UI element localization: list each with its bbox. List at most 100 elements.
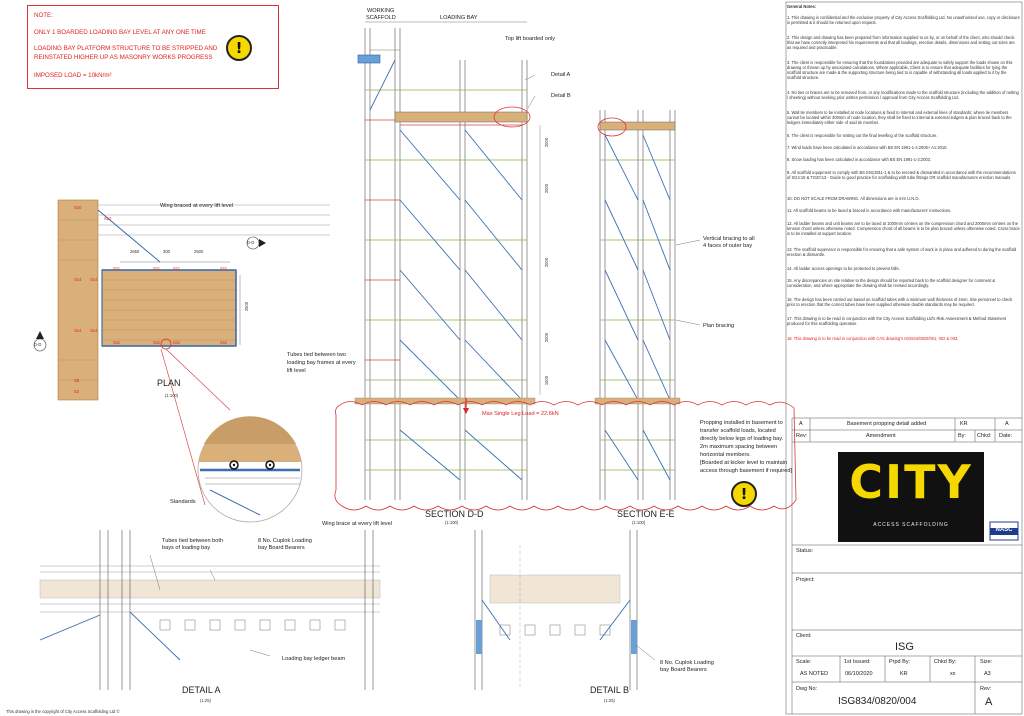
plan-s-label-3: S11	[173, 266, 181, 271]
scale-value: AS NOTED	[800, 671, 829, 677]
general-notes-heading: General Notes:	[787, 4, 817, 9]
section-dd-title: SECTION D-D	[425, 509, 484, 519]
propping-line-4: 2m maximum spacing between	[700, 444, 778, 450]
title-rev-value: A	[985, 696, 993, 708]
plan-scale: (1:100)	[165, 393, 179, 398]
general-note-18: 18. This drawing is to be read in conjun…	[787, 336, 959, 341]
general-note-16: 16. The design has been carried out base…	[787, 297, 1013, 308]
propping-warning-icon: !	[731, 481, 757, 507]
checked-label: Chkd By:	[934, 659, 957, 665]
plan-s-label-14: S12	[104, 216, 112, 221]
header-working: WORKING	[367, 8, 395, 14]
plan-s-label-15: S8	[74, 378, 80, 383]
note-line-2: LOADING BAY PLATFORM STRUCTURE TO BE STR…	[34, 45, 218, 52]
general-note-2: 2. This design and drawing has been prep…	[787, 35, 1015, 51]
plan-s-label-6: S14	[90, 277, 98, 282]
dwg-value: ISG834/0820/004	[838, 696, 917, 707]
size-label: Size:	[980, 659, 993, 665]
detail-b-drawing	[474, 530, 656, 690]
rev-value: A	[799, 421, 803, 427]
project-label: Project:	[796, 577, 815, 583]
plan-s-label-12: S11	[220, 340, 228, 345]
detail-a-tubes-2: bays of loading bay	[162, 545, 211, 551]
wing-braced-label: Wing braced at every lift level	[160, 203, 234, 209]
company-logo-sub: ACCESS SCAFFOLDING	[873, 522, 949, 528]
plan-dd-marker-right: D-D	[247, 240, 255, 245]
client-value: ISG	[895, 641, 914, 653]
plan-s-label-2: S11	[153, 266, 161, 271]
note-line-1: ONLY 1 BOARDED LOADING BAY LEVEL AT ANY …	[34, 29, 206, 36]
warning-icon: !	[226, 35, 252, 61]
standards-label: Standards	[170, 499, 196, 505]
general-note-3: 3. The client is responsible for ensurin…	[787, 60, 1013, 81]
detail-b-bearers-2: bay Board Bearers	[660, 667, 707, 673]
note-title: NOTE:	[34, 12, 53, 19]
section-ee-scaffold	[594, 110, 701, 500]
logo-background	[838, 452, 984, 542]
detail-b-scale: (1:25)	[604, 698, 615, 703]
size-value: A3	[984, 671, 991, 677]
dim-1: 2000	[544, 137, 550, 148]
general-note-11: 11. All scaffold beams to be laced & bra…	[787, 208, 952, 213]
general-note-9: 9. All scaffold equipment to comply with…	[787, 170, 1016, 181]
propping-line-5: horizontal members.	[700, 452, 751, 458]
rev-header-rev: Rev:	[796, 433, 808, 439]
note-line-3: REINSTATED HIGHER UP AS MASONRY WORKS PR…	[34, 54, 213, 61]
propping-line-7: access through basement if required]	[700, 468, 793, 474]
detail-b-title: DETAIL B	[590, 685, 630, 695]
title-rev-label: Rev:	[980, 686, 992, 692]
dim-3: 2000	[544, 257, 550, 268]
title-block-grid	[785, 1, 1023, 715]
vertical-bracing-2: 4 faces of outer bay	[703, 243, 753, 249]
tubes-tied-line-2: loading bay frames at every	[287, 360, 356, 366]
general-note-8: 8. Snow loading has been calculated in a…	[787, 157, 932, 162]
rev-amendment: Basement propping detail added	[847, 421, 927, 427]
detail-b-callout: Detail B	[551, 93, 571, 99]
issued-value: 06/10/2020	[845, 671, 873, 677]
checked-value: xx	[950, 671, 956, 677]
general-note-10: 10. DO NOT SCALE FROM DRAWING. All dimen…	[787, 196, 920, 201]
rev-header-date: Date:	[999, 433, 1013, 439]
dim-5: 1500	[544, 375, 550, 386]
propping-line-6: [Boarded at kicker level to maintain	[700, 460, 788, 466]
detail-a-bearers-1: 8 No. Cuplok Loading	[258, 538, 312, 544]
plan-dd-marker-left: D-D	[34, 342, 42, 347]
max-load-label: Max Single Leg Load = 22.6kN	[482, 411, 559, 417]
plan-dim-1: 2650	[130, 249, 140, 254]
detail-a-tubes-1: Tubes tied between both	[162, 538, 224, 544]
wing-brace-label: Wing brace at every lift level	[322, 521, 392, 527]
plan-s-label-5: S14	[74, 277, 82, 282]
rev-header-amendment: Amendment	[866, 433, 896, 439]
section-ee-title: SECTION E-E	[617, 509, 675, 519]
plan-s-label-16: S2	[74, 389, 80, 394]
issued-label: 1st Issued:	[844, 659, 871, 665]
general-note-14: 14. All ladder access openings to be pro…	[787, 266, 900, 271]
dim-4: 2000	[544, 332, 550, 343]
copyright-notice: This drawing is the copyright of City Ac…	[6, 709, 120, 714]
nasc-badge-text: NASC	[995, 527, 1013, 533]
general-note-4: 4. No ties or braces are to be removed f…	[787, 90, 1019, 101]
general-note-1: 1. This drawing is confidential and the …	[787, 15, 1020, 26]
general-note-15: 15. Any discrepancies on site relative t…	[787, 278, 996, 289]
status-label: Status:	[796, 548, 814, 554]
plan-detail-circle	[197, 416, 303, 523]
scale-label: Scale:	[796, 659, 812, 665]
tubes-tied-line-1: Tubes tied between two	[287, 352, 346, 358]
plan-s-label-9: S14	[74, 328, 82, 333]
section-dd-scaffold	[354, 21, 541, 500]
note-line-4: IMPOSED LOAD = 10kN/m²	[34, 72, 112, 79]
plan-s-label-11: S11	[173, 340, 181, 345]
detail-a-drawing	[39, 530, 381, 690]
company-logo-word: CITY	[849, 455, 973, 509]
detail-b-bearers-1: 8 No. Cuplok Loading	[660, 660, 714, 666]
plan-s-label-1: S11	[113, 266, 121, 271]
propping-line-2: transfer scaffold loads, located	[700, 428, 776, 434]
plan-title: PLAN	[157, 378, 181, 388]
propping-line-3: directly below legs of loading bay.	[700, 436, 784, 442]
plan-dim-2: 300	[163, 249, 170, 254]
plan-s-label-7: S11	[113, 340, 121, 345]
rev-date: A	[1005, 421, 1009, 427]
plan-s-label-10: S14	[90, 328, 98, 333]
detail-a-bearers-2: bay Board Bearers	[258, 545, 305, 551]
